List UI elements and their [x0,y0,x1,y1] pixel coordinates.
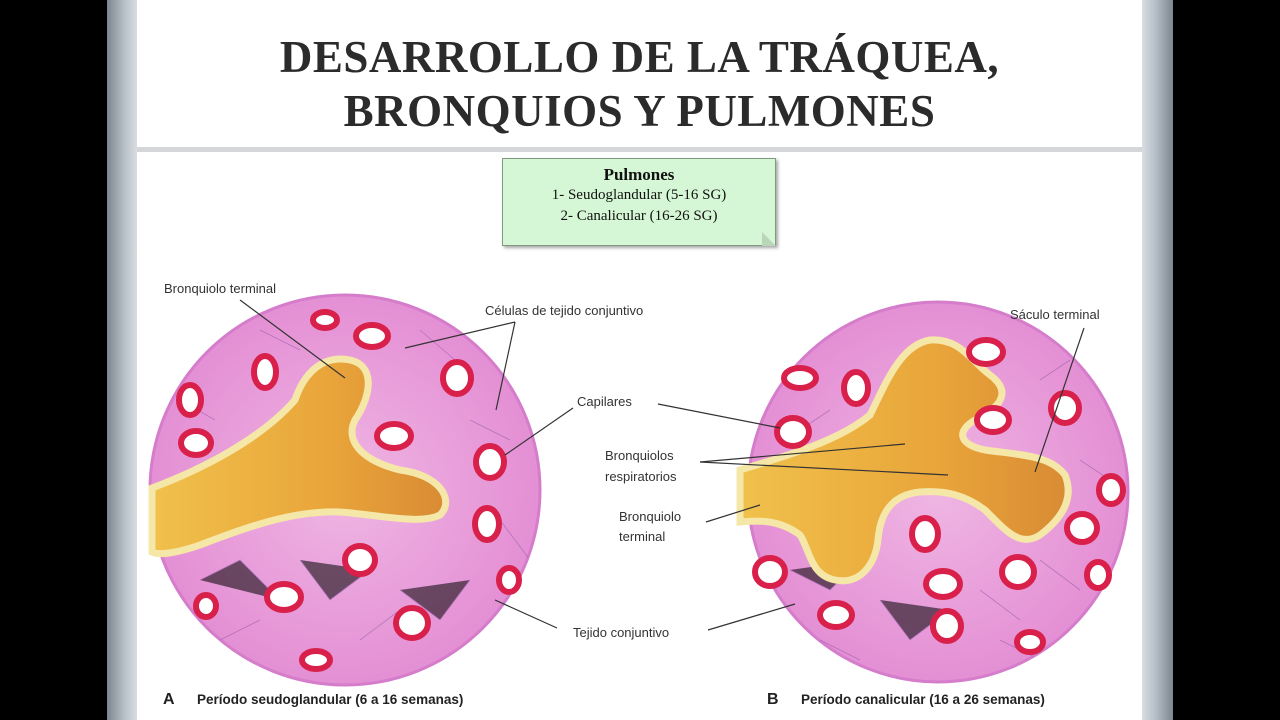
leader-lines [239,299,1085,631]
label-capilares: Capilares [577,394,632,409]
note-line-1: 1- Seudoglandular (5-16 SG) [551,187,727,203]
label-bronquiolos-respiratorios-2: respiratorios [605,469,677,484]
caption-b-text: Período canalicular (16 a 26 semanas) [801,692,1045,707]
label-tejido-conjuntivo: Tejido conjuntivo [573,625,669,640]
panel-b-section [736,300,1130,684]
slide-title: DESARROLLO DE LA TRÁQUEA, BRONQUIOS Y PU… [137,30,1142,138]
title-line-1: DESARROLLO DE LA TRÁQUEA, [279,32,1000,82]
note-line-2: 2- Canalicular (16-26 SG) [560,208,718,224]
title-divider [137,147,1142,152]
slide-frame-left [107,0,137,720]
label-celulas-tejido: Células de tejido conjuntivo [485,303,643,318]
label-bronquiolo-terminal-b1: Bronquiolo [619,509,681,524]
label-saculo-terminal: Sáculo terminal [1010,307,1100,322]
capillaries-a [176,309,522,672]
capillaries-b [752,337,1126,655]
slide-frame-right [1142,0,1173,720]
caption-b-letter: B [767,691,779,708]
bronchiole-duct-a [148,355,450,558]
bronchiole-duct-b [736,336,1072,585]
panel-a-section [148,293,542,687]
title-line-2: BRONQUIOS Y PULMONES [343,86,936,136]
label-bronquiolos-respiratorios-1: Bronquiolos [605,448,674,463]
label-bronquiolo-terminal-a: Bronquiolo terminal [164,281,276,296]
label-bronquiolo-terminal-b2: terminal [619,529,665,544]
note-heading: Pulmones [603,165,675,184]
pulmones-note: Pulmones 1- Seudoglandular (5-16 SG) 2- … [502,158,776,246]
note-folded-corner [762,232,776,246]
caption-a-letter: A [163,691,175,708]
caption-a-text: Período seudoglandular (6 a 16 semanas) [197,692,463,707]
